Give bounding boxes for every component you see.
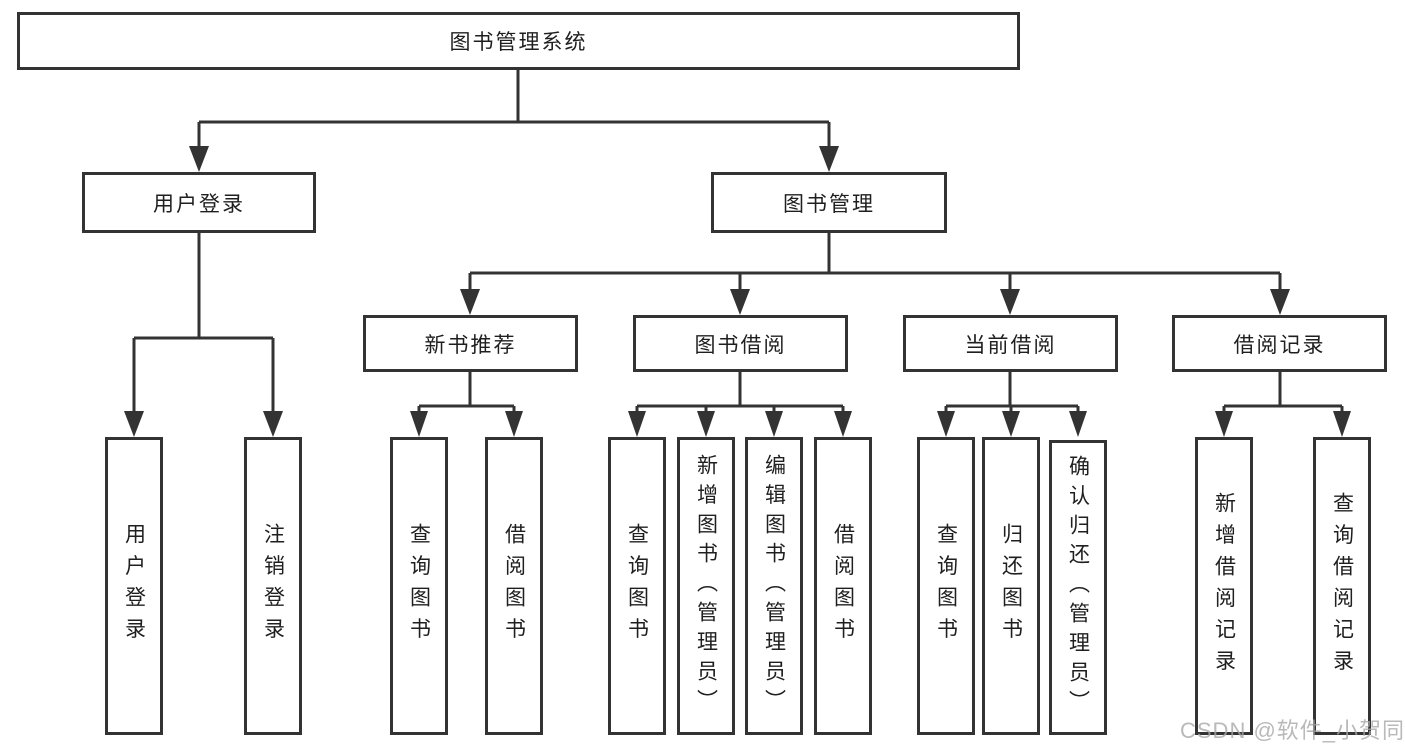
arrowhead-icon: [505, 411, 523, 437]
arrowhead-icon: [730, 289, 750, 315]
node-label: 借阅记录: [1233, 333, 1326, 357]
arrowhead-icon: [1333, 411, 1351, 437]
arrowhead-icon: [1215, 411, 1233, 437]
node-label: 借阅图书: [831, 523, 855, 649]
leaf-user-login: 用户登录: [105, 437, 163, 735]
arrowhead-icon: [1069, 411, 1087, 437]
node-current-borrow: 当前借阅: [903, 315, 1118, 372]
arrowhead-icon: [697, 411, 715, 437]
node-label: 新增借阅记录: [1212, 491, 1236, 681]
node-label: 图书借阅: [694, 333, 787, 357]
node-label: 确认归还（管理员）: [1066, 455, 1090, 720]
node-label: 用户登录: [122, 523, 146, 649]
leaf-confirm-return-admin: 确认归还（管理员）: [1049, 440, 1107, 735]
arrowhead-icon: [819, 146, 839, 172]
node-new-book-recommend: 新书推荐: [363, 315, 578, 372]
arrowhead-icon: [834, 411, 852, 437]
node-book-borrow: 图书借阅: [633, 315, 848, 372]
arrowhead-icon: [263, 411, 283, 437]
arrowhead-icon: [460, 289, 480, 315]
leaf-logout: 注销登录: [244, 437, 302, 735]
node-label: 用户登录: [153, 192, 245, 216]
leaf-borrow-books: 借阅图书: [485, 437, 543, 735]
leaf-edit-book-admin: 编辑图书（管理员）: [745, 437, 803, 735]
node-label: 注销登录: [261, 523, 285, 649]
leaf-search-borrow-record: 查询借阅记录: [1313, 437, 1371, 735]
node-book-management: 图书管理: [711, 172, 947, 233]
arrowhead-icon: [189, 146, 209, 172]
node-label: 借阅图书: [502, 523, 526, 649]
node-label: 当前借阅: [964, 333, 1057, 357]
arrowhead-icon: [1000, 289, 1020, 315]
leaf-search-books: 查询图书: [390, 437, 448, 735]
node-label: 新书推荐: [424, 333, 517, 357]
arrowhead-icon: [1002, 411, 1020, 437]
arrowhead-icon: [937, 411, 955, 437]
node-label: 查询借阅记录: [1330, 491, 1354, 681]
node-label: 图书管理: [783, 192, 875, 216]
node-label: 查询图书: [625, 523, 649, 649]
node-label: 归还图书: [999, 523, 1023, 649]
arrowhead-icon: [765, 411, 783, 437]
node-label: 新增图书（管理员）: [694, 453, 718, 719]
node-root: 图书管理系统: [17, 12, 1020, 70]
arrowhead-icon: [124, 411, 144, 437]
node-label: 查询图书: [407, 523, 431, 649]
leaf-search-books-current: 查询图书: [917, 437, 975, 735]
leaf-add-book-admin: 新增图书（管理员）: [677, 437, 735, 735]
leaf-add-borrow-record: 新增借阅记录: [1195, 437, 1253, 735]
leaf-borrow-book: 借阅图书: [814, 437, 872, 735]
node-label: 查询图书: [934, 523, 958, 649]
node-label: 编辑图书（管理员）: [762, 453, 786, 719]
leaf-search-books-borrow: 查询图书: [608, 437, 666, 735]
csdn-watermark: CSDN @软件_小贺同学: [1180, 718, 1405, 743]
node-label: 图书管理系统: [449, 31, 588, 54]
node-user-login: 用户登录: [82, 172, 316, 233]
node-borrow-records: 借阅记录: [1172, 315, 1387, 372]
arrowhead-icon: [628, 411, 646, 437]
arrowhead-icon: [410, 411, 428, 437]
arrowhead-icon: [1270, 289, 1290, 315]
leaf-return-book: 归还图书: [982, 437, 1040, 735]
